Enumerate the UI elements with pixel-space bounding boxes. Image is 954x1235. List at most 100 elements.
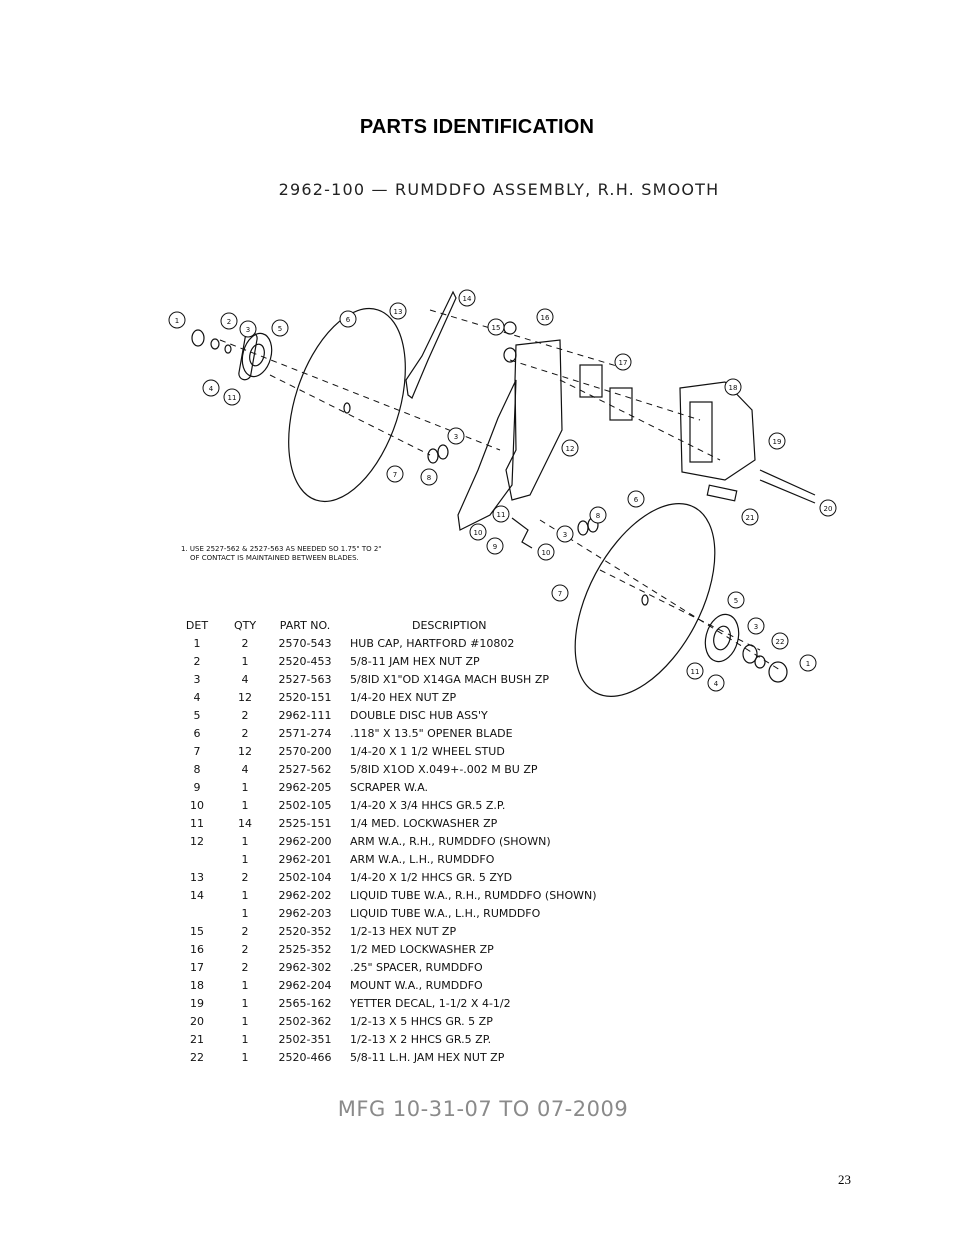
cell-part-no: 2502-351 [278,1032,332,1046]
hub-cap-left [191,329,205,347]
cell-det: 22 [190,1050,204,1064]
cell-description: 1/2-13 X 5 HHCS GR. 5 ZP [350,1014,493,1028]
cell-description: 1/4 MED. LOCKWASHER ZP [350,816,498,830]
cell-description: HUB CAP, HARTFORD #10802 [350,636,515,650]
cell-det: 19 [190,996,204,1010]
hub-left [241,332,273,378]
assembly-note: 1. USE 2527-562 & 2527-563 AS NEEDED SO … [181,545,382,563]
callout-label: 18 [729,384,738,392]
cell-det: 21 [190,1032,204,1046]
cell-description: LIQUID TUBE W.A., R.H., RUMDDFO (SHOWN) [350,888,597,902]
cell-qty: 2 [241,726,249,740]
scraper [511,517,533,549]
cell-part-no: 2962-111 [278,708,332,722]
cell-qty: 1 [241,798,249,812]
cell-det: 20 [190,1014,204,1028]
cell-qty: 1 [241,834,249,848]
manufacture-date-range: MFG 10-31-07 TO 07-2009 [337,1097,629,1121]
callout-label: 6 [346,316,351,324]
header-description: DESCRIPTION [412,618,487,632]
cell-part-no: 2962-204 [278,978,332,992]
cell-qty: 2 [241,870,249,884]
cell-qty: 1 [241,996,249,1010]
spacer [579,364,603,398]
cell-part-no: 2962-201 [278,852,332,866]
callout-label: 2 [227,318,231,326]
cell-part-no: 2502-362 [278,1014,332,1028]
cell-det: 15 [190,924,204,938]
cell-qty: 2 [241,636,249,650]
callout-label: 14 [463,295,472,303]
callout-label: 3 [454,433,458,441]
callout-label: 7 [558,590,562,598]
cell-qty: 1 [241,654,249,668]
exploded-assembly-diagram: 1 2 3 4 5 6 11 13 14 15 16 17 18 19 20 2… [160,270,850,710]
note-line: OF CONTACT IS MAINTAINED BETWEEN BLADES. [190,554,359,562]
callout-label: 3 [754,623,758,631]
cell-part-no: 2527-563 [278,672,332,686]
bolt-long [759,469,816,504]
mount [679,381,756,481]
cell-part-no: 2525-151 [278,816,332,830]
cell-part-no: 2502-104 [278,870,332,884]
cell-qty: 1 [241,852,249,866]
cell-part-no: 2520-453 [278,654,332,668]
callout-label: 8 [427,474,431,482]
callout-label: 20 [824,505,833,513]
cell-description: 1/4-20 X 1 1/2 WHEEL STUD [350,744,505,758]
callout-label: 11 [228,394,237,402]
callout-label: 22 [776,638,785,646]
callout-label: 6 [634,496,639,504]
cell-det: 5 [193,708,201,722]
cell-part-no: 2962-202 [278,888,332,902]
cell-qty: 1 [241,978,249,992]
cell-qty: 14 [238,816,252,830]
cell-description: DOUBLE DISC HUB ASS'Y [350,708,488,722]
note-line: 1. USE 2527-562 & 2527-563 AS NEEDED SO … [181,545,382,553]
hub-cap-right [768,661,788,683]
cell-description: 1/4-20 X 3/4 HHCS GR.5 Z.P. [350,798,506,812]
cell-qty: 12 [238,744,252,758]
cell-det: 13 [190,870,204,884]
assembly-title: 2962-100 — RUMDDFO ASSEMBLY, R.H. SMOOTH [278,180,720,199]
callout-label: 11 [497,511,506,519]
header-part-no: PART NO. [279,618,331,632]
cell-det: 8 [193,762,201,776]
cell-qty: 4 [241,672,249,686]
page-number: 23 [838,1172,851,1187]
cell-part-no: 2502-105 [278,798,332,812]
cell-description: 5/8ID X1"OD X14GA MACH BUSH ZP [350,672,549,686]
callout-label: 8 [596,512,600,520]
cell-det: 11 [190,816,204,830]
cell-det: 6 [193,726,201,740]
liquid-tube [405,290,457,399]
cell-det: 4 [193,690,201,704]
callout-label: 13 [394,308,403,316]
cell-det: 9 [193,780,201,794]
cell-part-no: 2570-543 [278,636,332,650]
cell-description: ARM W.A., L.H., RUMDDFO [350,852,495,866]
header-det: DET [185,618,209,632]
cell-qty: 1 [241,1050,249,1064]
callout-label: 17 [619,359,628,367]
cell-det: 14 [190,888,204,902]
cell-qty: 1 [241,780,249,794]
cell-qty: 2 [241,942,249,956]
callout-label: 21 [746,514,755,522]
cell-qty: 2 [241,924,249,938]
cell-description: 1/4-20 X 1/2 HHCS GR. 5 ZYD [350,870,513,884]
cell-part-no: 2962-200 [278,834,332,848]
hub-right [704,613,740,663]
callout-label: 3 [246,326,250,334]
cell-det: 3 [193,672,201,686]
cell-description: .25" SPACER, RUMDDFO [350,960,483,974]
